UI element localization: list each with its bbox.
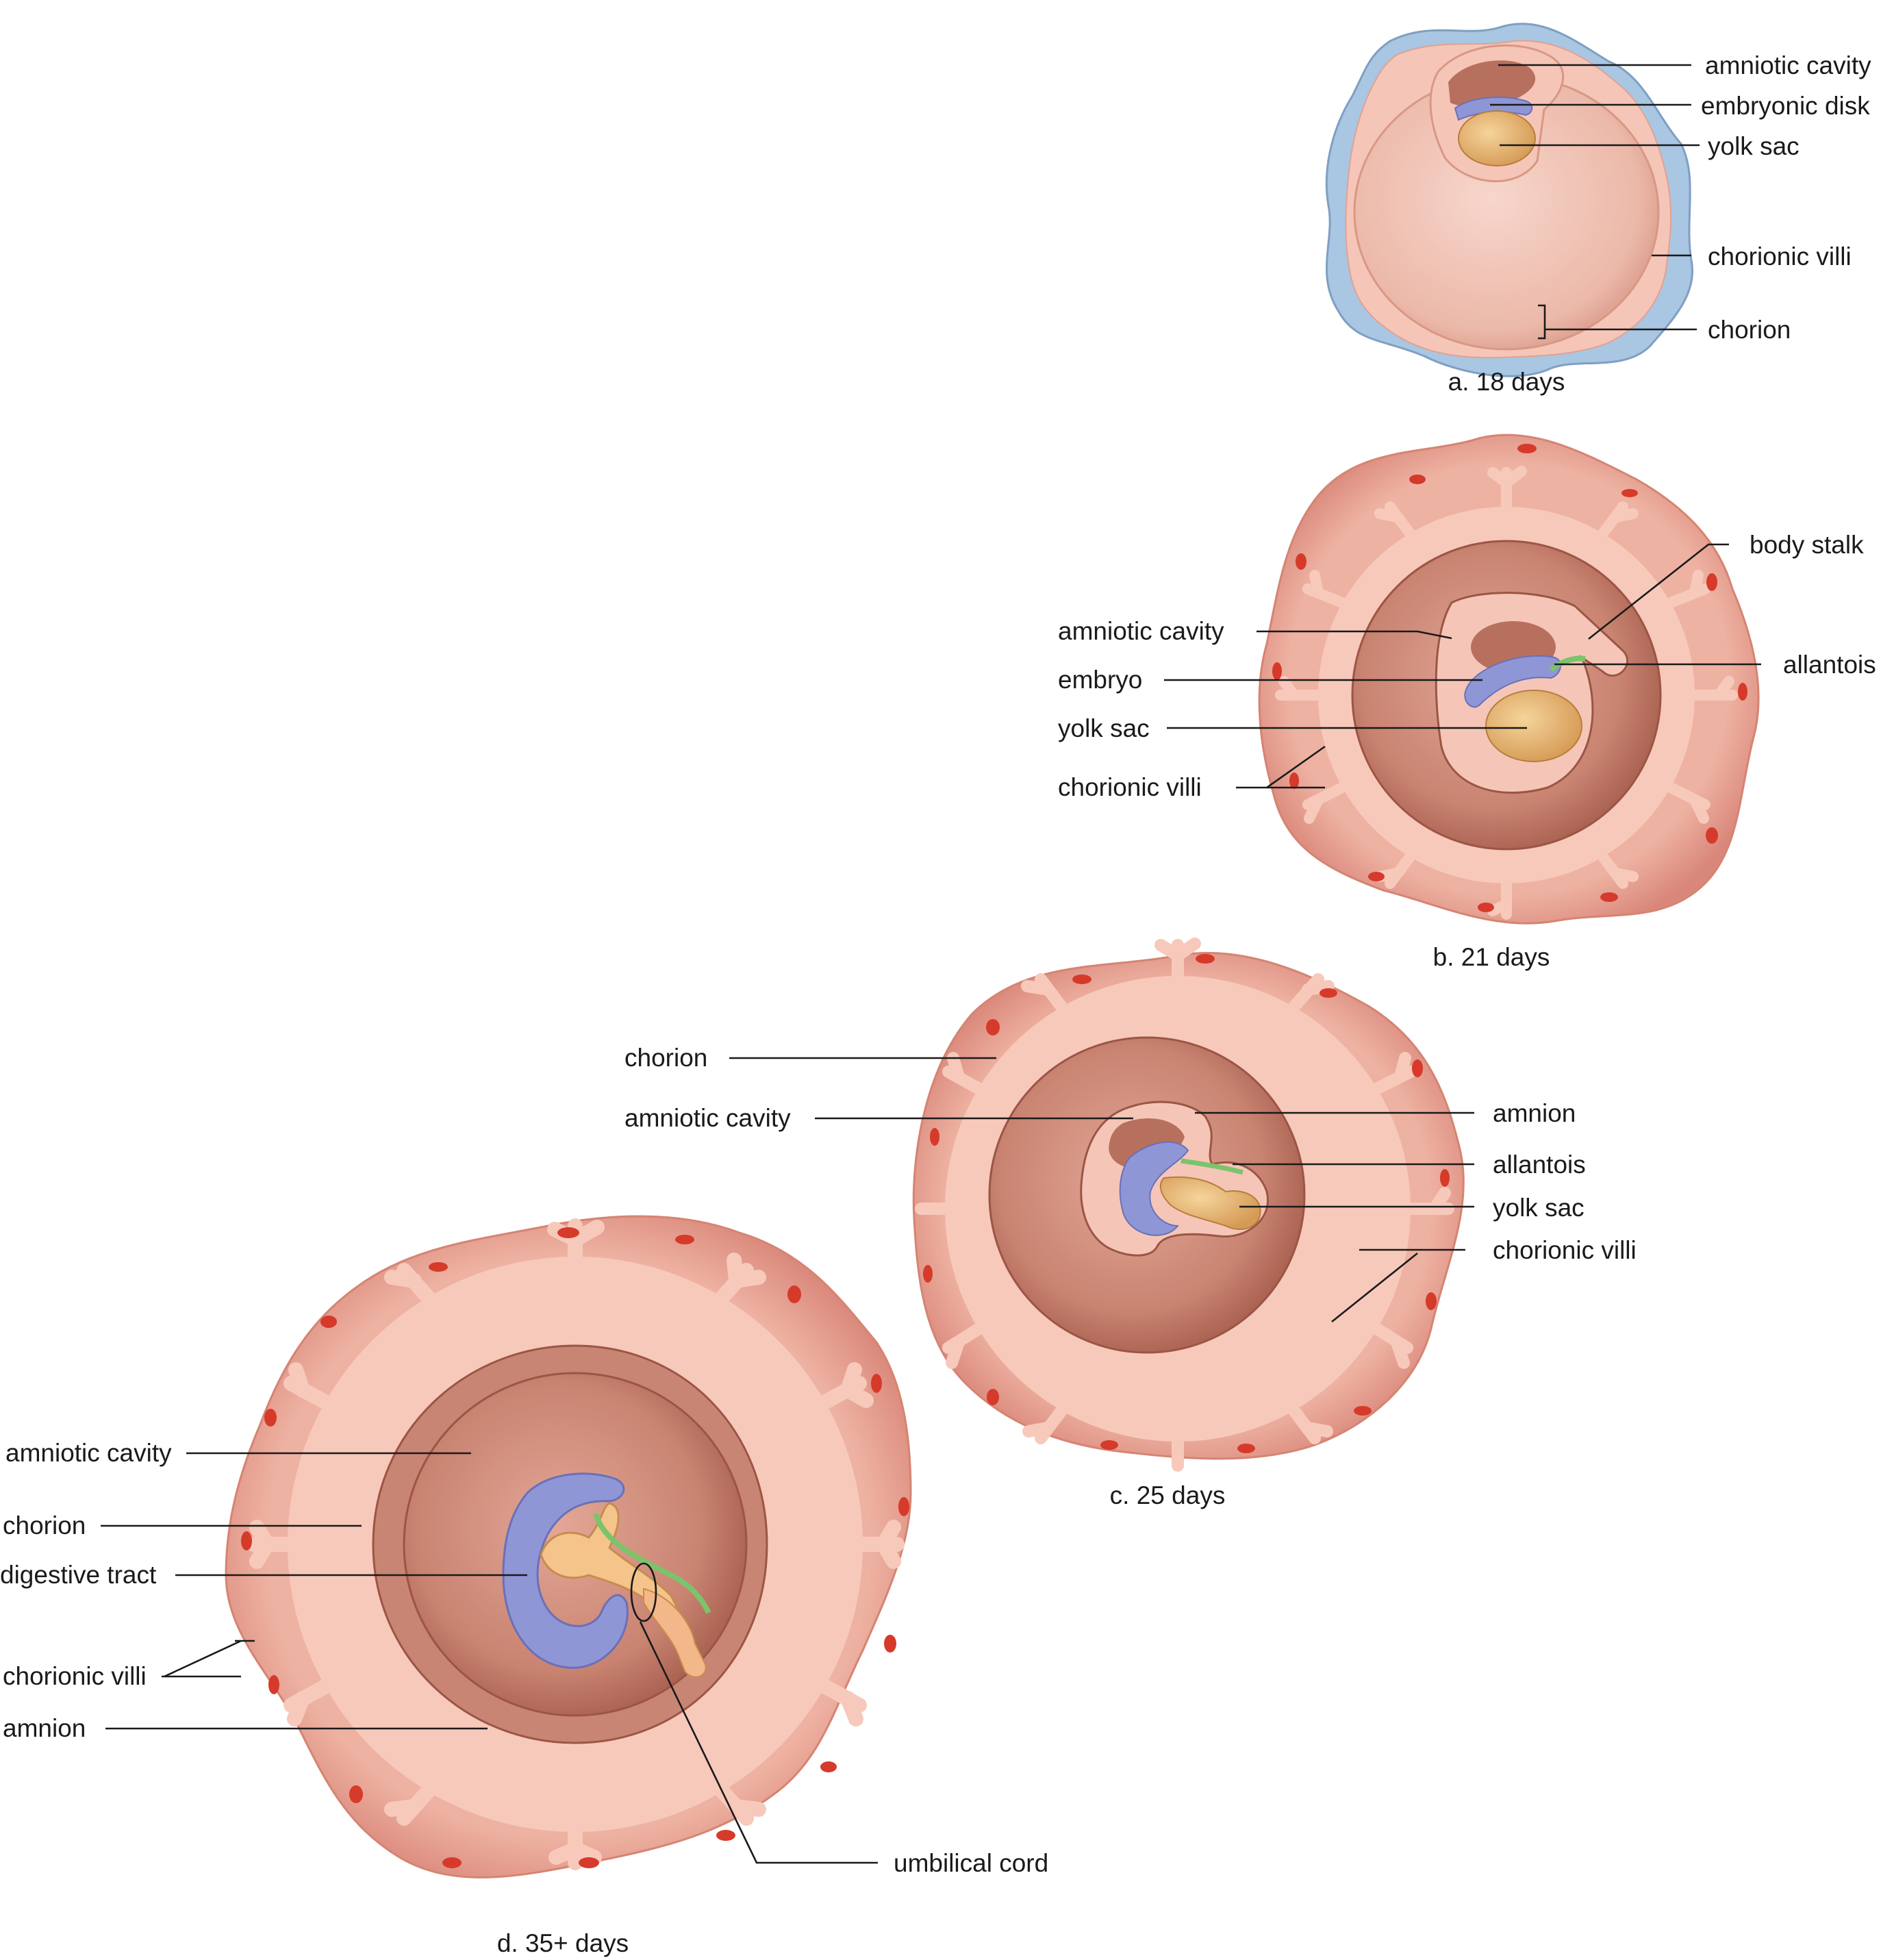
yolk-sac-shape [1485,690,1582,762]
label-embryonic-disk: embryonic disk [1701,92,1870,120]
label-amniotic-cavity: amniotic cavity [624,1104,791,1132]
label-yolk-sac: yolk sac [1708,132,1800,160]
panel-b-21-days: body stalk amniotic cavity allantois emb… [1058,434,1876,971]
allantois-shape [1180,1158,1243,1175]
label-allantois: allantois [1783,651,1876,679]
label-body-stalk: body stalk [1750,531,1864,559]
chorionic-villi-group [915,938,1454,1472]
label-yolk-sac: yolk sac [1058,714,1150,742]
panel-a-18-days: amniotic cavity embryonic disk yolk sac … [1325,23,1871,396]
label-allantois: allantois [1493,1151,1586,1179]
label-chorion: chorion [3,1511,86,1540]
label-amniotic-cavity: amniotic cavity [5,1439,172,1467]
umbilical-cord-ring [630,1562,657,1622]
yolk-sac-shape [1458,110,1536,166]
label-chorionic-villi: chorionic villi [1058,773,1202,801]
label-chorionic-villi: chorionic villi [3,1662,147,1690]
umbilical-cord-shape [643,1587,707,1678]
chorionic-villi-group [1275,466,1738,920]
label-umbilical-cord: umbilical cord [894,1849,1048,1877]
label-amnion: amnion [1493,1099,1576,1127]
embryo-shape [1464,655,1561,708]
allantois-shape [1549,655,1586,673]
label-chorion: chorion [624,1044,707,1072]
panel-c-25-days: chorion amniotic cavity amnion allantois… [624,938,1637,1509]
label-digestive-tract: digestive tract [0,1561,157,1589]
amniotic-cavity-shape [1448,60,1536,108]
caption-panel-d: d. 35+ days [497,1929,629,1957]
label-amniotic-cavity: amniotic cavity [1058,617,1224,645]
maternal-blood-vessels [1272,444,1747,912]
caption-panel-a: a. 18 days [1448,368,1565,396]
label-chorionic-villi: chorionic villi [1493,1236,1637,1264]
label-amniotic-cavity: amniotic cavity [1705,51,1871,79]
label-chorion: chorion [1708,316,1791,344]
caption-panel-c: c. 25 days [1110,1481,1226,1509]
label-yolk-sac: yolk sac [1493,1194,1584,1222]
maternal-blood-vessels [241,1227,909,1868]
label-embryo: embryo [1058,666,1142,694]
yolk-sac-shape [1159,1176,1261,1230]
maternal-blood-vessels [923,954,1450,1453]
digestive-tract-shape [540,1502,695,1653]
caption-panel-b: b. 21 days [1433,943,1550,971]
chorionic-villi-group [246,1218,905,1870]
allantois-shape [593,1512,711,1614]
embryo-shape [502,1472,629,1669]
label-amnion: amnion [3,1714,86,1742]
label-chorionic-villi: chorionic villi [1708,242,1852,271]
embryo-shape [1119,1141,1189,1236]
panel-d-35-days: amniotic cavity chorion digestive tract … [0,1215,1048,1957]
